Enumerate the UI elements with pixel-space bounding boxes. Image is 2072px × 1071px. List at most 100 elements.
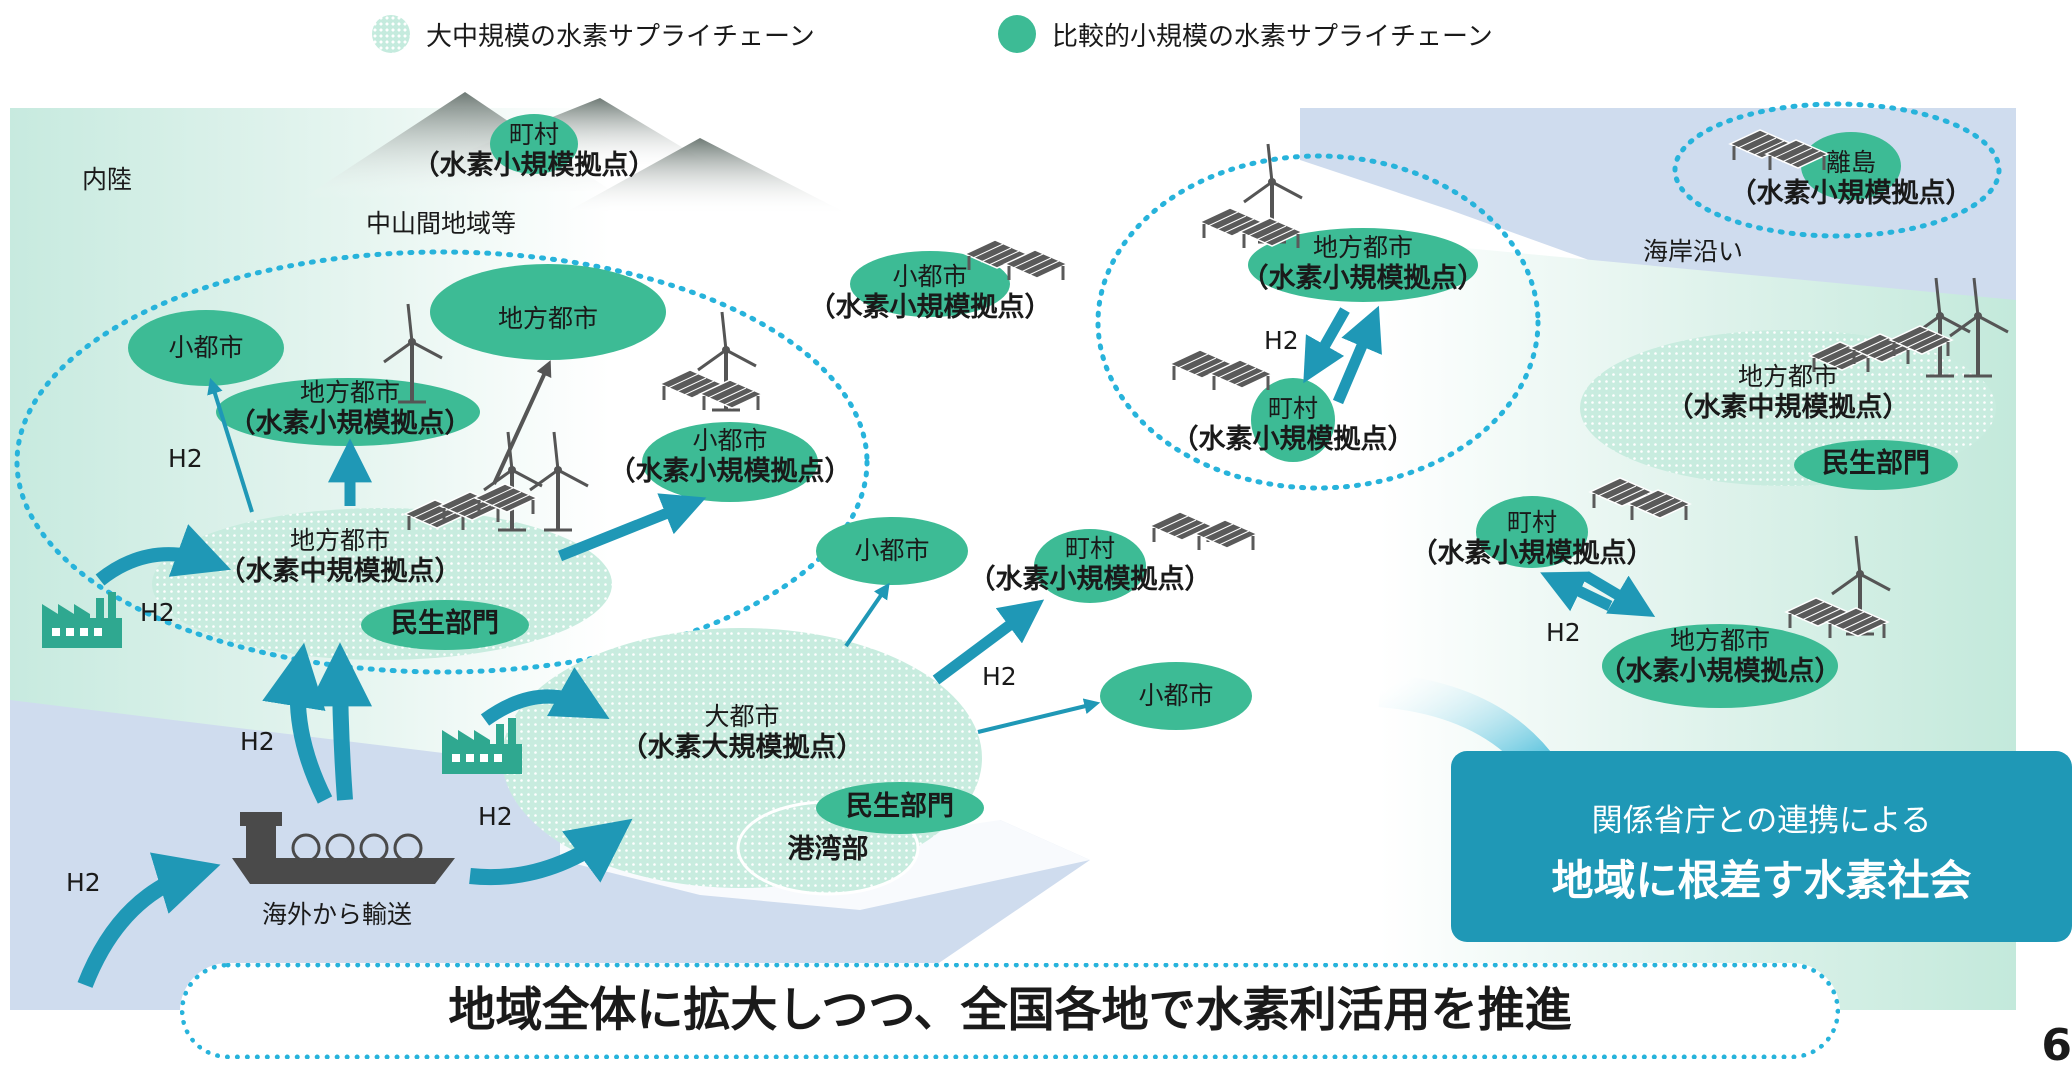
h2-label: H2: [66, 868, 101, 897]
label-hub: （水素小規模拠点）: [412, 150, 656, 181]
legend-large-swatch: [372, 15, 410, 53]
label-hub: （水素小規模拠点）: [968, 564, 1212, 595]
region-coast: 海岸沿い: [1643, 237, 1744, 266]
label-hub: （水素小規模拠点）: [1241, 263, 1485, 294]
label-name: 小都市: [168, 333, 244, 362]
label-name: 大都市: [704, 702, 780, 731]
arrow-to-small-city-small: [557, 493, 707, 562]
label-small-city-center: 小都市 （水素小規模拠点）: [780, 262, 1080, 324]
node-town-mountain: [490, 114, 578, 174]
label-town-mid: 町村 （水素小規模拠点）: [940, 534, 1240, 596]
node-small-city-left: [128, 310, 284, 386]
legend-large: 大中規模の水素サプライチェーン: [372, 14, 815, 54]
legend-small: 比較的小規模の水素サプライチェーン: [998, 14, 1493, 54]
h2-label: H2: [168, 444, 203, 473]
label-name: 小都市: [892, 262, 968, 291]
label-local-city-medium-left: 地方都市 （水素中規模拠点）: [190, 526, 490, 588]
cluster-ring-island: [1672, 101, 2002, 239]
arrow-to-small-city-right: [977, 698, 1101, 734]
label-town-mountain: 町村 （水素小規模拠点）: [384, 120, 684, 182]
label-big-city: 大都市 （水素大規模拠点）: [592, 702, 892, 764]
label-small-city-small-left: 小都市 （水素小規模拠点）: [580, 426, 880, 488]
node-small-city-small-left: [642, 422, 818, 502]
label-local-city-medium-right: 地方都市 （水素中規模拠点）: [1638, 362, 1938, 424]
label-local-city-top: 地方都市: [468, 304, 628, 334]
label-hub: （水素中規模拠点）: [1666, 392, 1910, 423]
label-name: 小都市: [854, 536, 930, 565]
node-local-city-cluster: [1248, 228, 1478, 302]
node-town-right: [1476, 496, 1588, 568]
label-hub: （水素小規模拠点）: [1410, 538, 1654, 569]
label-hub: （水素大規模拠点）: [620, 732, 864, 763]
flow-ship-up1: [262, 642, 333, 804]
label-civil: 民生部門: [1822, 448, 1930, 479]
h2-label: H2: [478, 802, 513, 831]
summary-banner: 地域全体に拡大しつつ、全国各地で水素利活用を推進: [180, 963, 1840, 1059]
page-number: 6: [2041, 1020, 2072, 1071]
ship-icon: [232, 812, 455, 884]
label-name: 小都市: [1138, 681, 1214, 710]
arrow-right-to-local: [1583, 571, 1656, 617]
label-local-city-cluster: 地方都市 （水素小規模拠点）: [1213, 233, 1513, 295]
label-hub: （水素小規模拠点）: [1729, 178, 1973, 209]
label-name: 地方都市: [299, 378, 400, 407]
label-hub: （水素小規模拠点）: [1598, 656, 1842, 687]
label-hub: （水素小規模拠点）: [228, 408, 472, 439]
flow-ship-up2: [308, 642, 373, 801]
label-small-city-left: 小都市: [146, 333, 266, 363]
node-small-city-mid: [816, 517, 968, 585]
flow-factory-left: [95, 524, 232, 586]
label-port: 港湾部: [748, 834, 908, 866]
flow-import: [77, 852, 221, 988]
label-name: 町村: [508, 120, 559, 149]
label-civil: 民生部門: [391, 608, 499, 639]
arrow-cluster-down: [1303, 307, 1350, 384]
cluster-ring-left: [14, 249, 870, 675]
label-name: 地方都市: [1312, 233, 1413, 262]
arrow-to-town-mid: [932, 599, 1045, 685]
legend-small-swatch: [998, 15, 1036, 53]
arrow-right-to-town: [1540, 571, 1613, 612]
label-town-cluster: 町村 （水素小規模拠点）: [1143, 394, 1443, 456]
label-small-city-right: 小都市: [1116, 681, 1236, 711]
arrow-to-small-city-mid: [844, 582, 890, 648]
label-island: 離島 （水素小規模拠点）: [1701, 148, 2001, 210]
node-local-city-small-right: [1602, 624, 1838, 708]
label-civil: 民生部門: [846, 791, 954, 822]
node-civil-right: [1794, 440, 1958, 490]
h2-label: H2: [982, 662, 1017, 691]
label-civil-right: 民生部門: [1796, 448, 1956, 480]
legend-large-label: 大中規模の水素サプライチェーン: [426, 21, 815, 52]
label-civil-big: 民生部門: [820, 791, 980, 823]
label-local-city-small-right: 地方都市 （水素小規模拠点）: [1570, 626, 1870, 688]
label-name: 地方都市: [497, 304, 598, 333]
node-island: [1801, 132, 1901, 200]
region-inland: 内陸: [82, 165, 133, 194]
label-port: 港湾部: [787, 834, 869, 865]
label-name: 町村: [1506, 508, 1557, 537]
label-name: 地方都市: [289, 526, 390, 555]
region-overseas: 海外から輸送: [262, 900, 413, 929]
summary-banner-text: 地域全体に拡大しつつ、全国各地で水素利活用を推進: [448, 983, 1572, 1038]
node-small-city-right: [1100, 662, 1252, 730]
flow-factory-big: [480, 667, 610, 726]
callout-line-2: 地域に根差す水素社会: [1551, 856, 1972, 905]
label-name: 離島: [1825, 148, 1876, 177]
label-name: 小都市: [692, 426, 768, 455]
label-hub: （水素中規模拠点）: [218, 556, 462, 587]
mountain: [570, 138, 850, 215]
hydrogen-society-callout: 関係省庁との連携による 地域に根差す水素社会: [1451, 751, 2072, 942]
h2-label: H2: [240, 727, 275, 756]
h2-label: H2: [1546, 618, 1581, 647]
bay-sea: [10, 700, 1090, 1010]
flow-ship-right: [469, 818, 633, 886]
node-town-mid: [1034, 529, 1146, 603]
label-name: 地方都市: [1669, 626, 1770, 655]
h2-label: H2: [140, 598, 175, 627]
arrow-cluster-up: [1332, 305, 1382, 405]
region-mountain: 中山間地域等: [366, 209, 517, 238]
node-local-city-top: [430, 264, 666, 360]
label-small-city-mid: 小都市: [832, 536, 952, 566]
arrow-to-small-city: [207, 377, 254, 513]
node-town-cluster: [1251, 378, 1335, 462]
